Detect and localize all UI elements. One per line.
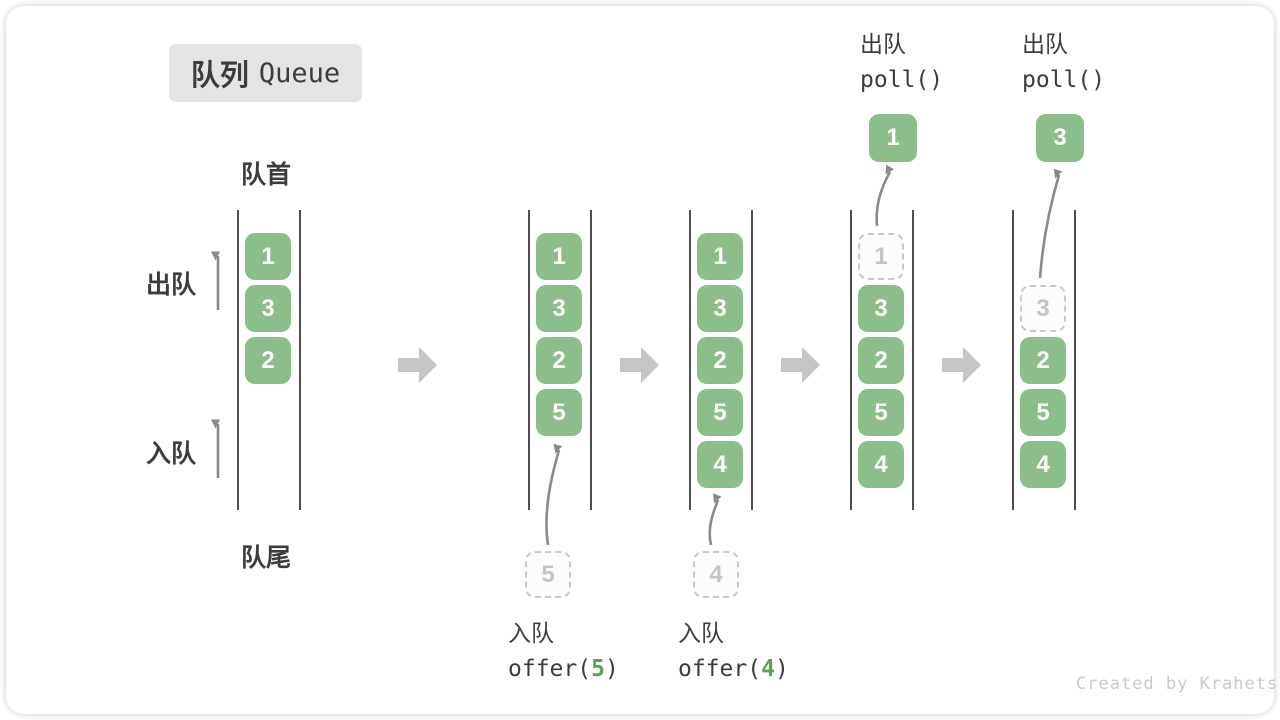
cell-value: 1 — [874, 242, 888, 270]
queue-cell: 5 — [1020, 389, 1066, 436]
queue-wall — [1012, 210, 1014, 510]
queue-wall — [299, 210, 301, 510]
cell-value: 5 — [552, 398, 566, 426]
caption-dequeue-text: 出队 — [860, 31, 906, 57]
queue-wall — [1074, 210, 1076, 510]
queue-cell: 4 — [1020, 441, 1066, 488]
queue-cell: 2 — [245, 337, 291, 384]
queue-cell: 1 — [245, 233, 291, 280]
queue-wall — [912, 210, 914, 510]
cell-value: 4 — [709, 560, 723, 588]
cell-value: 3 — [1036, 294, 1050, 322]
queue-wall — [689, 210, 691, 510]
code-arg: 4 — [761, 656, 775, 682]
caption-enqueue-4: 入队 offer(4) — [678, 615, 789, 687]
cell-value: 1 — [261, 242, 275, 270]
queue-cell: 2 — [536, 337, 582, 384]
queue-cell: 3 — [858, 285, 904, 332]
cell-value: 1 — [552, 242, 566, 270]
caption-offer-code: offer(4) — [678, 651, 789, 687]
cell-value: 4 — [713, 450, 727, 478]
queue-cell: 3 — [536, 285, 582, 332]
title-en: Queue — [258, 57, 341, 89]
cell-value: 3 — [713, 294, 727, 322]
incoming-cell: 5 — [525, 551, 571, 598]
code-arg: 5 — [591, 656, 605, 682]
caption-enqueue-text: 入队 — [508, 620, 554, 646]
dequeued-slot: 1 — [858, 233, 904, 280]
queue-wall — [237, 210, 239, 510]
cell-value: 2 — [552, 346, 566, 374]
cell-value: 3 — [552, 294, 566, 322]
queue-cell: 1 — [536, 233, 582, 280]
queue-wall — [590, 210, 592, 510]
queue-cell: 1 — [697, 233, 743, 280]
label-dequeue-left: 出队 — [146, 271, 197, 299]
queue-cell: 5 — [697, 389, 743, 436]
code-fn: offer( — [508, 656, 592, 682]
title-zh: 队列 — [190, 60, 249, 92]
caption-poll-code: poll() — [860, 67, 944, 93]
cell-value: 3 — [874, 294, 888, 322]
cell-value: 5 — [713, 398, 727, 426]
outgoing-cell: 3 — [1036, 114, 1084, 162]
outgoing-cell: 1 — [869, 114, 917, 162]
cell-value: 1 — [713, 242, 727, 270]
cell-value: 5 — [874, 398, 888, 426]
code-fn: offer( — [678, 656, 762, 682]
queue-cell: 3 — [245, 285, 291, 332]
cell-value: 2 — [713, 346, 727, 374]
queue-wall — [850, 210, 852, 510]
queue-cell: 4 — [697, 441, 743, 488]
code-close: ) — [774, 656, 789, 682]
label-enqueue-left: 入队 — [146, 440, 197, 468]
caption-dequeue-1: 出队 poll() — [860, 26, 943, 98]
cell-value: 4 — [1036, 450, 1050, 478]
caption-poll-code: poll() — [1022, 67, 1106, 93]
cell-value: 5 — [541, 560, 555, 588]
cell-value: 2 — [1036, 346, 1050, 374]
cell-value: 1 — [886, 124, 900, 151]
queue-cell: 5 — [858, 389, 904, 436]
title-badge: 队列 Queue — [169, 44, 362, 102]
code-close: ) — [604, 656, 619, 682]
cell-value: 2 — [261, 346, 275, 374]
queue-cell: 3 — [697, 285, 743, 332]
watermark: Created by Krahets — [1076, 674, 1279, 694]
caption-dequeue-text: 出队 — [1022, 31, 1068, 57]
queue-cell: 2 — [858, 337, 904, 384]
queue-wall — [751, 210, 753, 510]
caption-enqueue-text: 入队 — [678, 620, 724, 646]
dequeued-slot: 3 — [1020, 285, 1066, 332]
cell-value: 3 — [261, 294, 275, 322]
caption-enqueue-5: 入队 offer(5) — [508, 615, 619, 687]
cell-value: 2 — [874, 346, 888, 374]
label-queue-front: 队首 — [241, 161, 292, 189]
cell-value: 5 — [1036, 398, 1050, 426]
queue-cell: 2 — [1020, 337, 1066, 384]
queue-cell: 5 — [536, 389, 582, 436]
label-queue-rear: 队尾 — [241, 544, 292, 572]
cell-value: 4 — [874, 450, 888, 478]
queue-cell: 2 — [697, 337, 743, 384]
caption-dequeue-3: 出队 poll() — [1022, 26, 1105, 98]
incoming-cell: 4 — [693, 551, 739, 598]
cell-value: 3 — [1053, 124, 1067, 151]
queue-wall — [528, 210, 530, 510]
queue-cell: 4 — [858, 441, 904, 488]
caption-offer-code: offer(5) — [508, 651, 619, 687]
diagram-card — [6, 6, 1274, 714]
